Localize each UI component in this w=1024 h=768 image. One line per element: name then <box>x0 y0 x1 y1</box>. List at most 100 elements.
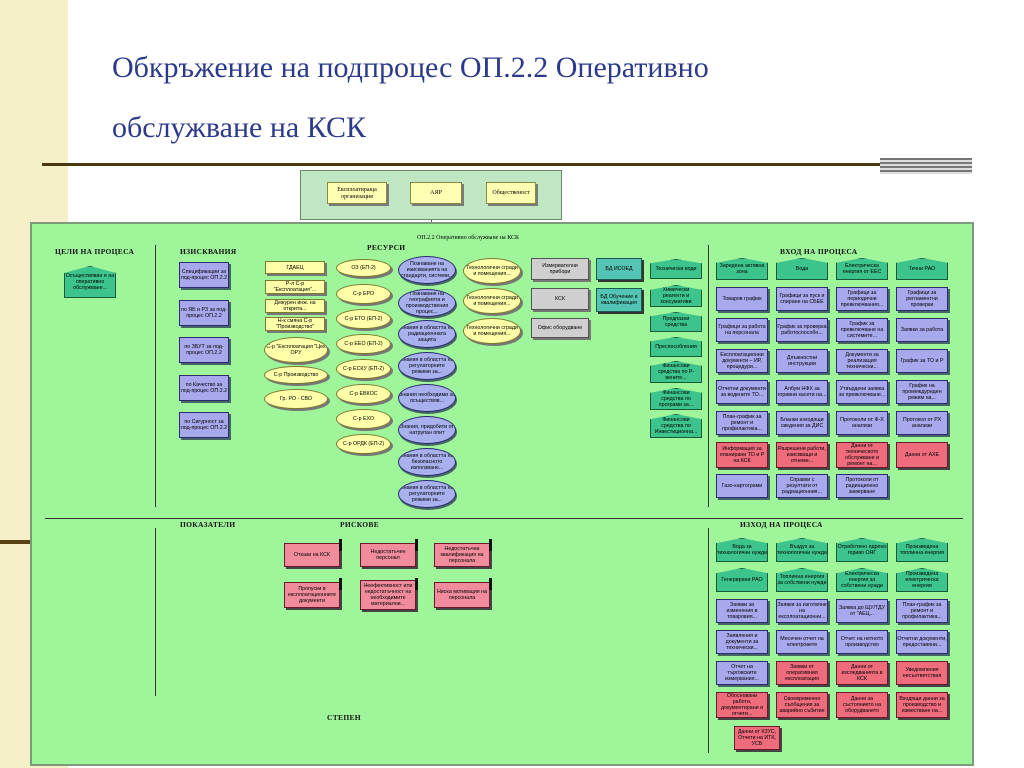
output-material[interactable]: Произведена електрическа енергия <box>896 568 948 592</box>
context-public[interactable]: Общественост <box>486 182 536 204</box>
resource-equipment[interactable]: Измервателни прибори <box>531 258 589 280</box>
input-material[interactable]: Електрическа енергия от ЕЕС <box>836 258 888 280</box>
resource-knowledge[interactable]: Познаване на географията и производствен… <box>398 289 456 317</box>
resource-knowledge[interactable]: Знания необходими за осъществяв... <box>398 384 456 412</box>
resource-database[interactable]: БД ИСОЕД <box>596 258 642 280</box>
output-material[interactable]: Въздух за технологични нужди <box>776 538 828 562</box>
input-document[interactable]: Графици за регламентни проверки <box>896 287 948 311</box>
output-material[interactable]: Вода за технологични нужди <box>716 538 768 562</box>
output-data[interactable]: Своевременно съобщения за аварийно събит… <box>776 692 828 718</box>
input-document[interactable]: Газо-картограми <box>716 474 768 498</box>
resource-material[interactable]: Преспособления <box>650 337 702 357</box>
resource-org[interactable]: Дежурен инж. на открита... <box>265 299 325 313</box>
output-document[interactable]: Месечен отчет на електровете <box>776 630 828 654</box>
output-material[interactable]: Електрическа енергия за собствени нужди <box>836 568 888 592</box>
output-material[interactable]: Произведена топлинна енергия <box>896 538 948 562</box>
resource-material[interactable]: Химически реагенти и консумативи <box>650 285 702 307</box>
output-material[interactable]: Топлинна енергия за собствени нужди <box>776 568 828 592</box>
context-ayar[interactable]: АЯР <box>410 182 462 204</box>
output-document[interactable]: Отчет на търговските измервания... <box>716 661 768 685</box>
resource-org[interactable]: С-р "Експлоатация "Цех ОРУ <box>264 337 328 363</box>
goal-node[interactable]: Осъществяван е на оперативно обслужване.… <box>64 266 116 298</box>
risk-item[interactable]: Неефективност или недостатъчност на необ… <box>360 580 416 610</box>
resource-knowledge[interactable]: Знания в областта на регулаторните режим… <box>398 352 456 380</box>
resource-dept[interactable]: С-р ЕСКУ (ЕП-2) <box>336 359 391 379</box>
input-document[interactable]: Документи за реализация технически... <box>836 349 888 373</box>
requirement-item[interactable]: по ЗБУТ за под-процес ОП.2.2 <box>179 337 229 363</box>
input-data[interactable]: Разрешени работи, изискващи и отнеме... <box>776 442 828 468</box>
resource-equipment[interactable]: КСК <box>531 288 589 310</box>
resource-dept[interactable]: ОЗ (ЕП-2) <box>336 259 391 277</box>
resource-org[interactable]: Р-л С-р "Експлоатация"... <box>265 280 325 294</box>
resource-material[interactable]: Финансови средства по програми за... <box>650 388 702 410</box>
resource-knowledge[interactable]: Знания, придобити от натрупан опит <box>398 416 456 444</box>
resource-knowledge[interactable]: Знания в областта на регулаторните режим… <box>398 480 456 508</box>
input-data[interactable]: Информация за планирани ТО и Р на КСК <box>716 442 768 468</box>
input-document[interactable]: Графици за работа на персонала <box>716 318 768 342</box>
resource-dept[interactable]: С-р ЕХО <box>336 409 391 429</box>
resource-knowledge[interactable]: Знания в областта на безопасното използв… <box>398 448 456 476</box>
risk-item[interactable]: Недостатъчна квалификация на персонала <box>434 543 490 567</box>
output-data[interactable]: Входящи данни за производство и измества… <box>896 692 948 718</box>
output-data[interactable]: Данни от КЗУС, Отчети на ИТК, УСБ <box>734 726 780 750</box>
input-document[interactable]: График за превключване на системите... <box>836 318 888 342</box>
output-document[interactable]: Заявки за изготвяне на експлоатационни..… <box>776 599 828 623</box>
resource-knowledge[interactable]: Знания в областта на радиационната защит… <box>398 320 456 348</box>
input-document[interactable]: Протоколи от радиационно замерване <box>836 474 888 498</box>
input-data[interactable]: Данни от АХЕ <box>896 442 948 468</box>
input-document[interactable]: Длъжностни инструкции <box>776 349 828 373</box>
input-material[interactable]: Вода <box>776 258 828 280</box>
risk-item[interactable]: Ниска мотивация на персонала <box>434 582 490 608</box>
input-document[interactable]: Заявки за работа <box>896 318 948 342</box>
resource-dept[interactable]: С-р ОРДК (ЕП-2) <box>336 434 391 454</box>
input-document[interactable]: Експлоатационни документи – ИР, процедур… <box>716 349 768 373</box>
output-document[interactable]: Заявка до ЩУ/ТДУ от "АЕЦ... <box>836 599 888 623</box>
input-document[interactable]: Товаров график <box>716 287 768 311</box>
resource-org[interactable]: ГДАЕЦ <box>265 261 325 274</box>
resource-dept[interactable]: С-р ЕЕО (ЕП-2) <box>336 334 391 354</box>
requirement-item[interactable]: по Сигурност за под-процес ОП.2.2 <box>179 412 229 438</box>
output-data[interactable]: Уведомления несъответствия <box>896 661 948 685</box>
resource-dept[interactable]: С-р ЕТО (ЕП-2) <box>336 309 391 329</box>
resource-database[interactable]: БД Обучение и квалификация <box>596 288 642 312</box>
output-document[interactable]: План-график за ремонт и профилактика... <box>896 599 948 623</box>
risk-item[interactable]: Пропуски в експлоатационните документи <box>284 582 340 608</box>
output-data[interactable]: Данни за състоянието на оборудването <box>836 692 888 718</box>
resource-org[interactable]: Гр. РО - СВО <box>264 389 328 409</box>
resource-infrastructure[interactable]: Технологични сгради и помещения... <box>463 258 521 284</box>
output-document[interactable]: Заявки за изменения в товаровия... <box>716 599 768 623</box>
output-material[interactable]: Отработено ядрено гориво ОЯГ <box>836 538 888 562</box>
input-document[interactable]: Албум НФХ за горивни касети на... <box>776 380 828 404</box>
resource-dept[interactable]: С-р ЕВКОС <box>336 384 391 404</box>
input-document[interactable]: Утвърдени заявка за превключване... <box>836 380 888 404</box>
resource-material[interactable]: Технически води <box>650 259 702 279</box>
output-material[interactable]: Генерирани РАО <box>716 568 768 592</box>
input-document[interactable]: Графици за пуск и спиране на СБЕЕ <box>776 287 828 311</box>
context-operating-org[interactable]: Експлоатираща организация <box>327 182 387 204</box>
risk-item[interactable]: Откази на КСК <box>284 543 340 567</box>
output-data[interactable]: Обосновани работи, документирани и отчет… <box>716 692 768 718</box>
resource-dept[interactable]: С-р ЕРО <box>336 284 391 304</box>
resource-infrastructure[interactable]: Технологични сгради и помещения... <box>463 288 521 314</box>
output-document[interactable]: Отчетни документи, предоставяни... <box>896 630 948 654</box>
input-material[interactable]: Течни РАО <box>896 258 948 280</box>
requirement-item[interactable]: Спецификации за под-процес ОП.2.2 <box>179 262 229 288</box>
input-document[interactable]: План-график за ремонт и профилактика... <box>716 411 768 435</box>
input-material[interactable]: Заредена активна зона <box>716 258 768 280</box>
input-document[interactable]: Бланки изходящи сведения за ДИС <box>776 411 828 435</box>
input-document[interactable]: График за ТО и Р <box>896 349 948 373</box>
input-document[interactable]: Отчетни документи за водените ТО... <box>716 380 768 404</box>
resource-knowledge[interactable]: Познаване на изискванията на стандарти, … <box>398 256 456 284</box>
output-document[interactable]: Заявления и документи за технически... <box>716 630 768 654</box>
input-document[interactable]: График на промеждуреден режим на... <box>896 380 948 404</box>
input-document[interactable]: Протокол от РХ анализи <box>896 411 948 435</box>
requirement-item[interactable]: по Качество за под-процес ОП.2.2 <box>179 375 229 401</box>
resource-material[interactable]: Финансови средства по Р-вените... <box>650 361 702 383</box>
input-document[interactable]: Протоколи от Ф-Х анализи <box>836 411 888 435</box>
resource-equipment[interactable]: Офис оборудване <box>531 318 589 338</box>
output-data[interactable]: Данни от изследванията в КСК <box>836 661 888 685</box>
risk-item[interactable]: Недостатъчен персонал <box>360 543 416 567</box>
resource-org[interactable]: Н-к смяна С-р "Производство" <box>265 317 325 331</box>
resource-material[interactable]: Предпазни средства <box>650 312 702 332</box>
input-document[interactable]: График за проверка работоспособн... <box>776 318 828 342</box>
